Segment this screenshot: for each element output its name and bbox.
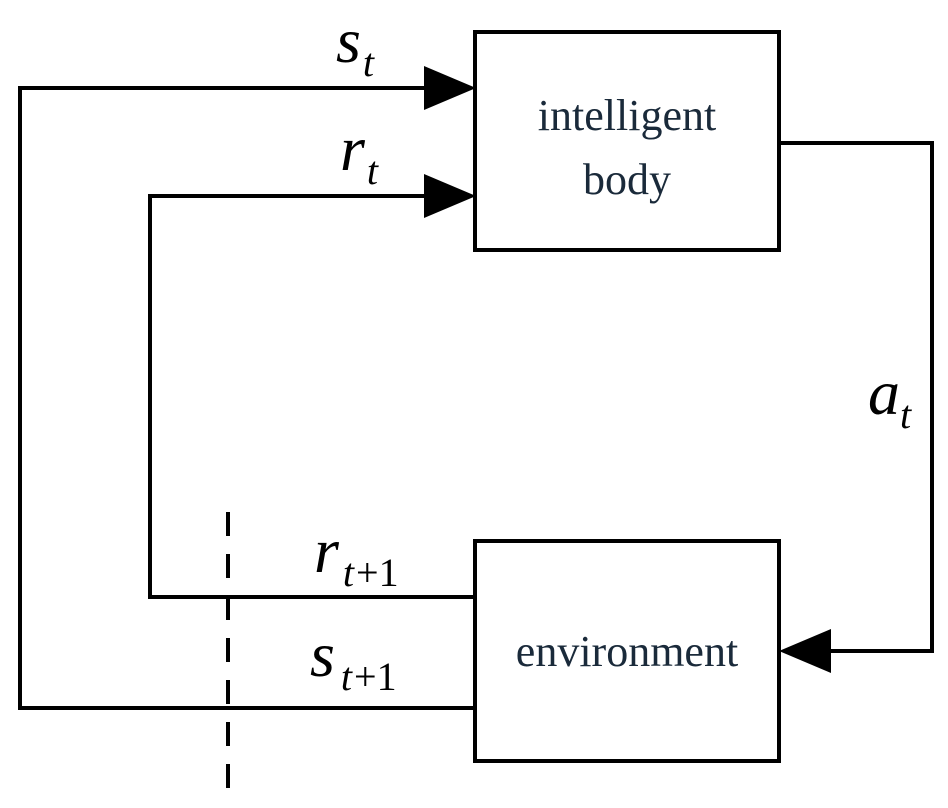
reward-feedback-line — [148, 194, 475, 599]
state-feedback-line — [18, 86, 475, 710]
action-arrowhead — [779, 629, 831, 673]
state-t-label: st — [336, 5, 375, 85]
state-input-arrowhead — [424, 66, 476, 110]
environment-label: environment — [516, 627, 738, 676]
environment-box — [473, 539, 781, 763]
reward-input-arrowhead — [424, 174, 476, 218]
agent-label-line1: intelligent — [538, 91, 716, 140]
reward-t-label: rt — [340, 113, 379, 193]
agent-box — [473, 30, 781, 252]
action-t-label: at — [868, 357, 912, 437]
action-line — [779, 141, 934, 653]
agent-label-line2: body — [583, 155, 671, 204]
